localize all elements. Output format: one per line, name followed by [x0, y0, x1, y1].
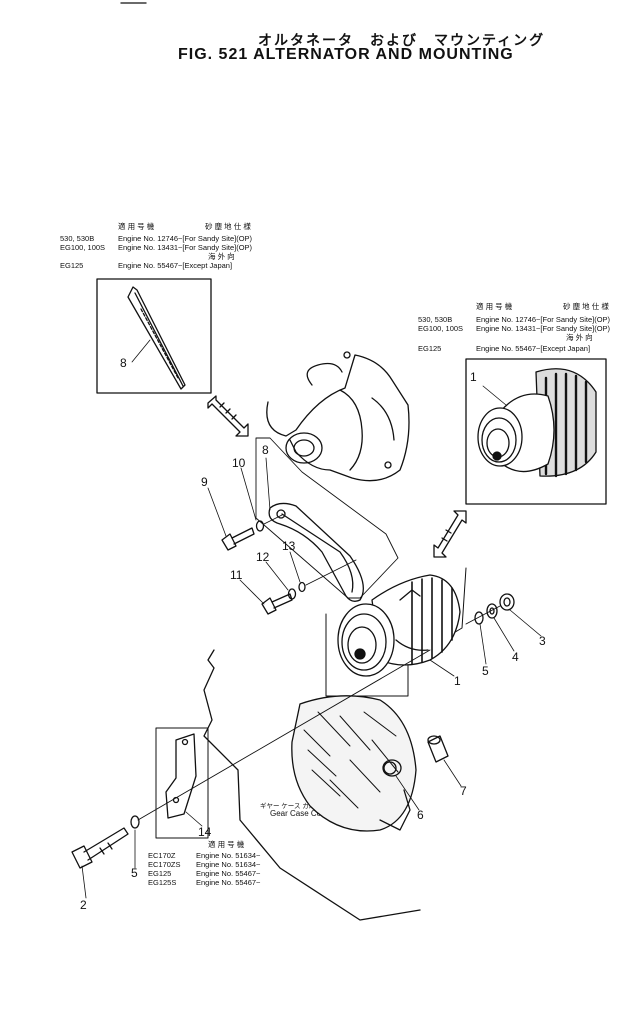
alt-table-header-left: 適 用 号 機	[476, 302, 513, 311]
bolt	[221, 527, 255, 551]
callout-6: 6	[417, 808, 424, 822]
alternator-frame	[325, 567, 467, 697]
lock-washer	[486, 603, 498, 619]
callout-9: 9	[201, 475, 208, 489]
alt-row-engine: 海 外 向	[566, 333, 593, 342]
alt-row-engine: Engine No. 55467~[Except Japan]	[476, 344, 591, 353]
alternator-body	[337, 574, 461, 677]
callout-4: 4	[512, 650, 519, 664]
bracket-row-engine: Engine No. 51634~	[196, 860, 261, 869]
gear-case-label: Gear Case Cover	[270, 809, 333, 818]
long-bolt	[71, 827, 129, 869]
bracket-row-model: EC170ZS	[148, 860, 181, 869]
bracket-row-engine: Engine No. 51634~	[196, 851, 261, 860]
washer	[474, 611, 484, 625]
bracket-inset-frame	[155, 727, 209, 839]
bracket-row-engine: Engine No. 55467~	[196, 878, 261, 887]
alternator-inset-icon	[477, 368, 597, 478]
title-japanese: オルタネータ および マウンティング	[258, 32, 546, 48]
alt-row-model: 530, 530B	[418, 315, 453, 324]
belt-table-header-left: 適 用 号 機	[118, 222, 155, 231]
gear-case-cover	[203, 649, 421, 921]
alignment-line	[465, 605, 501, 625]
assembly-arrow	[207, 395, 249, 437]
callout-1: 1	[470, 370, 477, 384]
assembly-arrow	[433, 510, 467, 558]
belt-row-engine: Engine No. 12746~[For Sandy Site](OP)	[118, 234, 253, 243]
alt-row-engine: Engine No. 12746~[For Sandy Site](OP)	[476, 315, 611, 324]
callout-14: 14	[198, 825, 212, 839]
callout-13: 13	[282, 539, 296, 553]
belt-row-model: EG100, 100S	[60, 243, 106, 252]
alt-row-engine: Engine No. 13431~[For Sandy Site](OP)	[476, 324, 611, 333]
gear-case-label-jp: ギヤー ケース カバー	[260, 803, 322, 810]
figure-title: FIG. 521 ALTERNATOR AND MOUNTING	[178, 46, 514, 63]
bracket-table-header: 適 用 号 機	[208, 840, 245, 849]
spacer	[427, 735, 449, 763]
brace-outline	[255, 437, 399, 599]
callout-10: 10	[232, 456, 246, 470]
washer	[298, 581, 306, 593]
belt-row-engine: Engine No. 55467~[Except Japan]	[118, 261, 233, 270]
callout-7: 7	[460, 784, 467, 798]
belt-inset-frame	[96, 278, 212, 394]
alternator-applicability-table: 適 用 号 機 砂 塵 地 仕 様 530, 530B Engine No. 1…	[418, 302, 642, 358]
alternator-inset-frame	[465, 358, 607, 505]
water-pump-housing	[266, 351, 410, 482]
alt-table-header-right: 砂 塵 地 仕 様	[563, 302, 609, 311]
callout-5: 5	[131, 866, 138, 880]
alignment-line	[137, 649, 431, 821]
alt-row-model: EG125	[418, 344, 442, 353]
leader-lines	[81, 339, 542, 899]
belt-row-engine: 海 外 向	[208, 252, 235, 261]
alt-row-model: EG100, 100S	[418, 324, 464, 333]
alternator-bracket	[165, 733, 197, 819]
belt-row-model: 530, 530B	[60, 234, 95, 243]
callout-8: 8	[262, 443, 269, 457]
bracket-row-model: EG125S	[148, 878, 177, 887]
callout-12: 12	[256, 550, 270, 564]
bracket-applicability-table: 適 用 号 機 EC170Z Engine No. 51634~ EC170ZS…	[148, 840, 298, 896]
washer	[130, 815, 140, 829]
nut	[499, 593, 515, 611]
alignment-line	[305, 559, 357, 586]
callout-8: 8	[120, 356, 127, 370]
belt-row-engine: Engine No. 13431~[For Sandy Site](OP)	[118, 243, 253, 252]
belt-applicability-table: 適 用 号 機 砂 塵 地 仕 様 530, 530B Engine No. 1…	[60, 222, 300, 274]
nut	[383, 761, 397, 775]
bracket-row-model: EG125	[148, 869, 172, 878]
bracket-row-model: EC170Z	[148, 851, 176, 860]
belt-row-model: EG125	[60, 261, 84, 270]
bolt	[261, 593, 293, 615]
washer	[287, 588, 297, 600]
callout-5: 5	[482, 664, 489, 678]
callout-2: 2	[80, 898, 87, 912]
alignment-line	[263, 514, 283, 525]
bracket-row-engine: Engine No. 55467~	[196, 869, 261, 878]
washer	[255, 520, 265, 532]
v-belt-icon	[127, 286, 186, 390]
adjusting-brace	[268, 502, 364, 602]
callout-11: 11	[230, 568, 243, 582]
belt-table-header-right: 砂 塵 地 仕 様	[205, 222, 251, 231]
callout-1: 1	[454, 674, 461, 688]
callout-3: 3	[539, 634, 546, 648]
